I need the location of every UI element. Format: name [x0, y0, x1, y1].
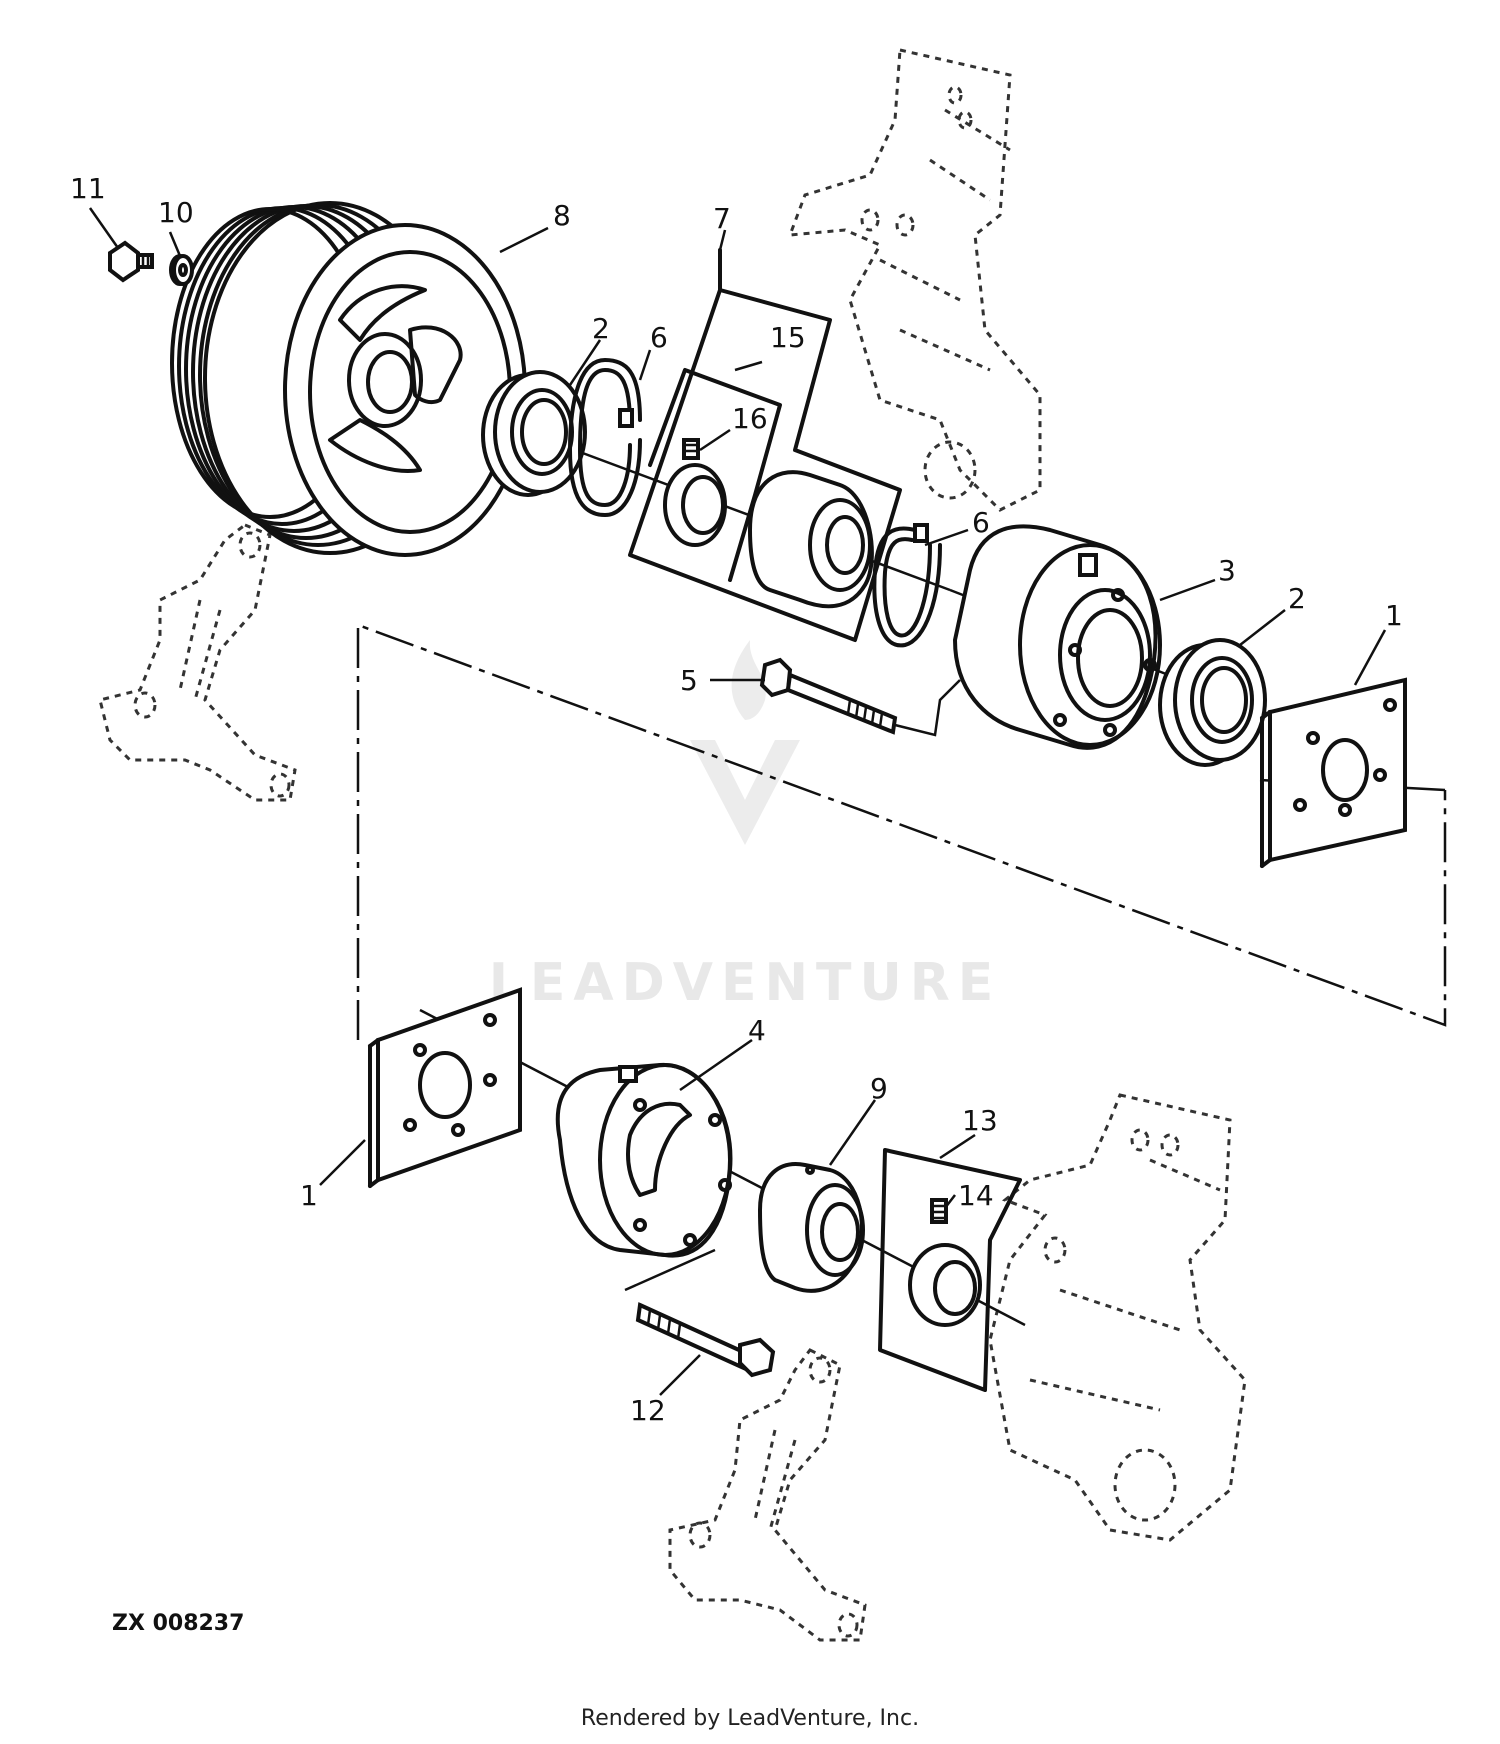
figure-reference: ZX 008237	[112, 1611, 244, 1636]
seal-2-upper	[481, 370, 587, 497]
seal-2-lower	[1158, 638, 1267, 767]
callout-5: 5	[680, 664, 698, 697]
locking-collar-14	[908, 1198, 982, 1327]
plate-1-upper	[1260, 677, 1407, 868]
bearing-housing-4	[555, 1062, 733, 1258]
leader-lines	[88, 207, 1387, 1396]
footer-credit: Rendered by LeadVenture, Inc.	[581, 1706, 919, 1731]
locking-collar-16	[663, 438, 727, 547]
callout-7: 7	[713, 202, 731, 235]
bolt-11	[108, 240, 154, 283]
bolt-12	[635, 1302, 776, 1378]
callout-2-lower: 2	[1288, 582, 1306, 615]
snap-ring-6-lower	[872, 523, 942, 648]
watermark-text: LEADVENTURE	[489, 953, 1002, 1013]
frame-lower-center	[668, 1348, 867, 1642]
bearing-9	[757, 1162, 865, 1293]
bearing-housing-3	[952, 524, 1162, 750]
callout-16: 16	[732, 402, 768, 435]
callout-9: 9	[870, 1072, 888, 1105]
callout-3: 3	[1218, 554, 1236, 587]
bearing-kit-7	[628, 248, 902, 642]
callout-labels: 11 10 8 7 2 6 15 16 6 3 2 1 5 4 9 13 14 …	[70, 172, 1403, 1427]
snap-ring-6-upper	[568, 358, 642, 517]
callout-4: 4	[748, 1014, 766, 1047]
callout-1-lower: 1	[300, 1179, 318, 1212]
frame-left	[98, 523, 297, 802]
callout-12: 12	[630, 1394, 666, 1427]
callout-11: 11	[70, 172, 106, 205]
callout-15: 15	[770, 321, 806, 354]
callout-2-upper: 2	[592, 312, 610, 345]
bolt-5	[759, 657, 961, 737]
bearing-insert	[747, 470, 874, 609]
frame-upper-right	[787, 48, 1042, 512]
callout-13: 13	[962, 1104, 998, 1137]
frame-lower-right	[988, 1093, 1247, 1542]
callout-6-upper: 6	[650, 321, 668, 354]
watermark: LEADVENTURE	[489, 640, 1002, 1013]
callout-6-lower: 6	[972, 506, 990, 539]
pulley	[170, 201, 527, 557]
collar-kit-13	[878, 1148, 1022, 1392]
callout-10: 10	[158, 196, 194, 229]
callout-14: 14	[958, 1179, 994, 1212]
washer-10	[169, 254, 194, 286]
callout-1-upper: 1	[1385, 599, 1403, 632]
callout-8: 8	[553, 199, 571, 232]
plate-1-lower	[368, 987, 522, 1188]
